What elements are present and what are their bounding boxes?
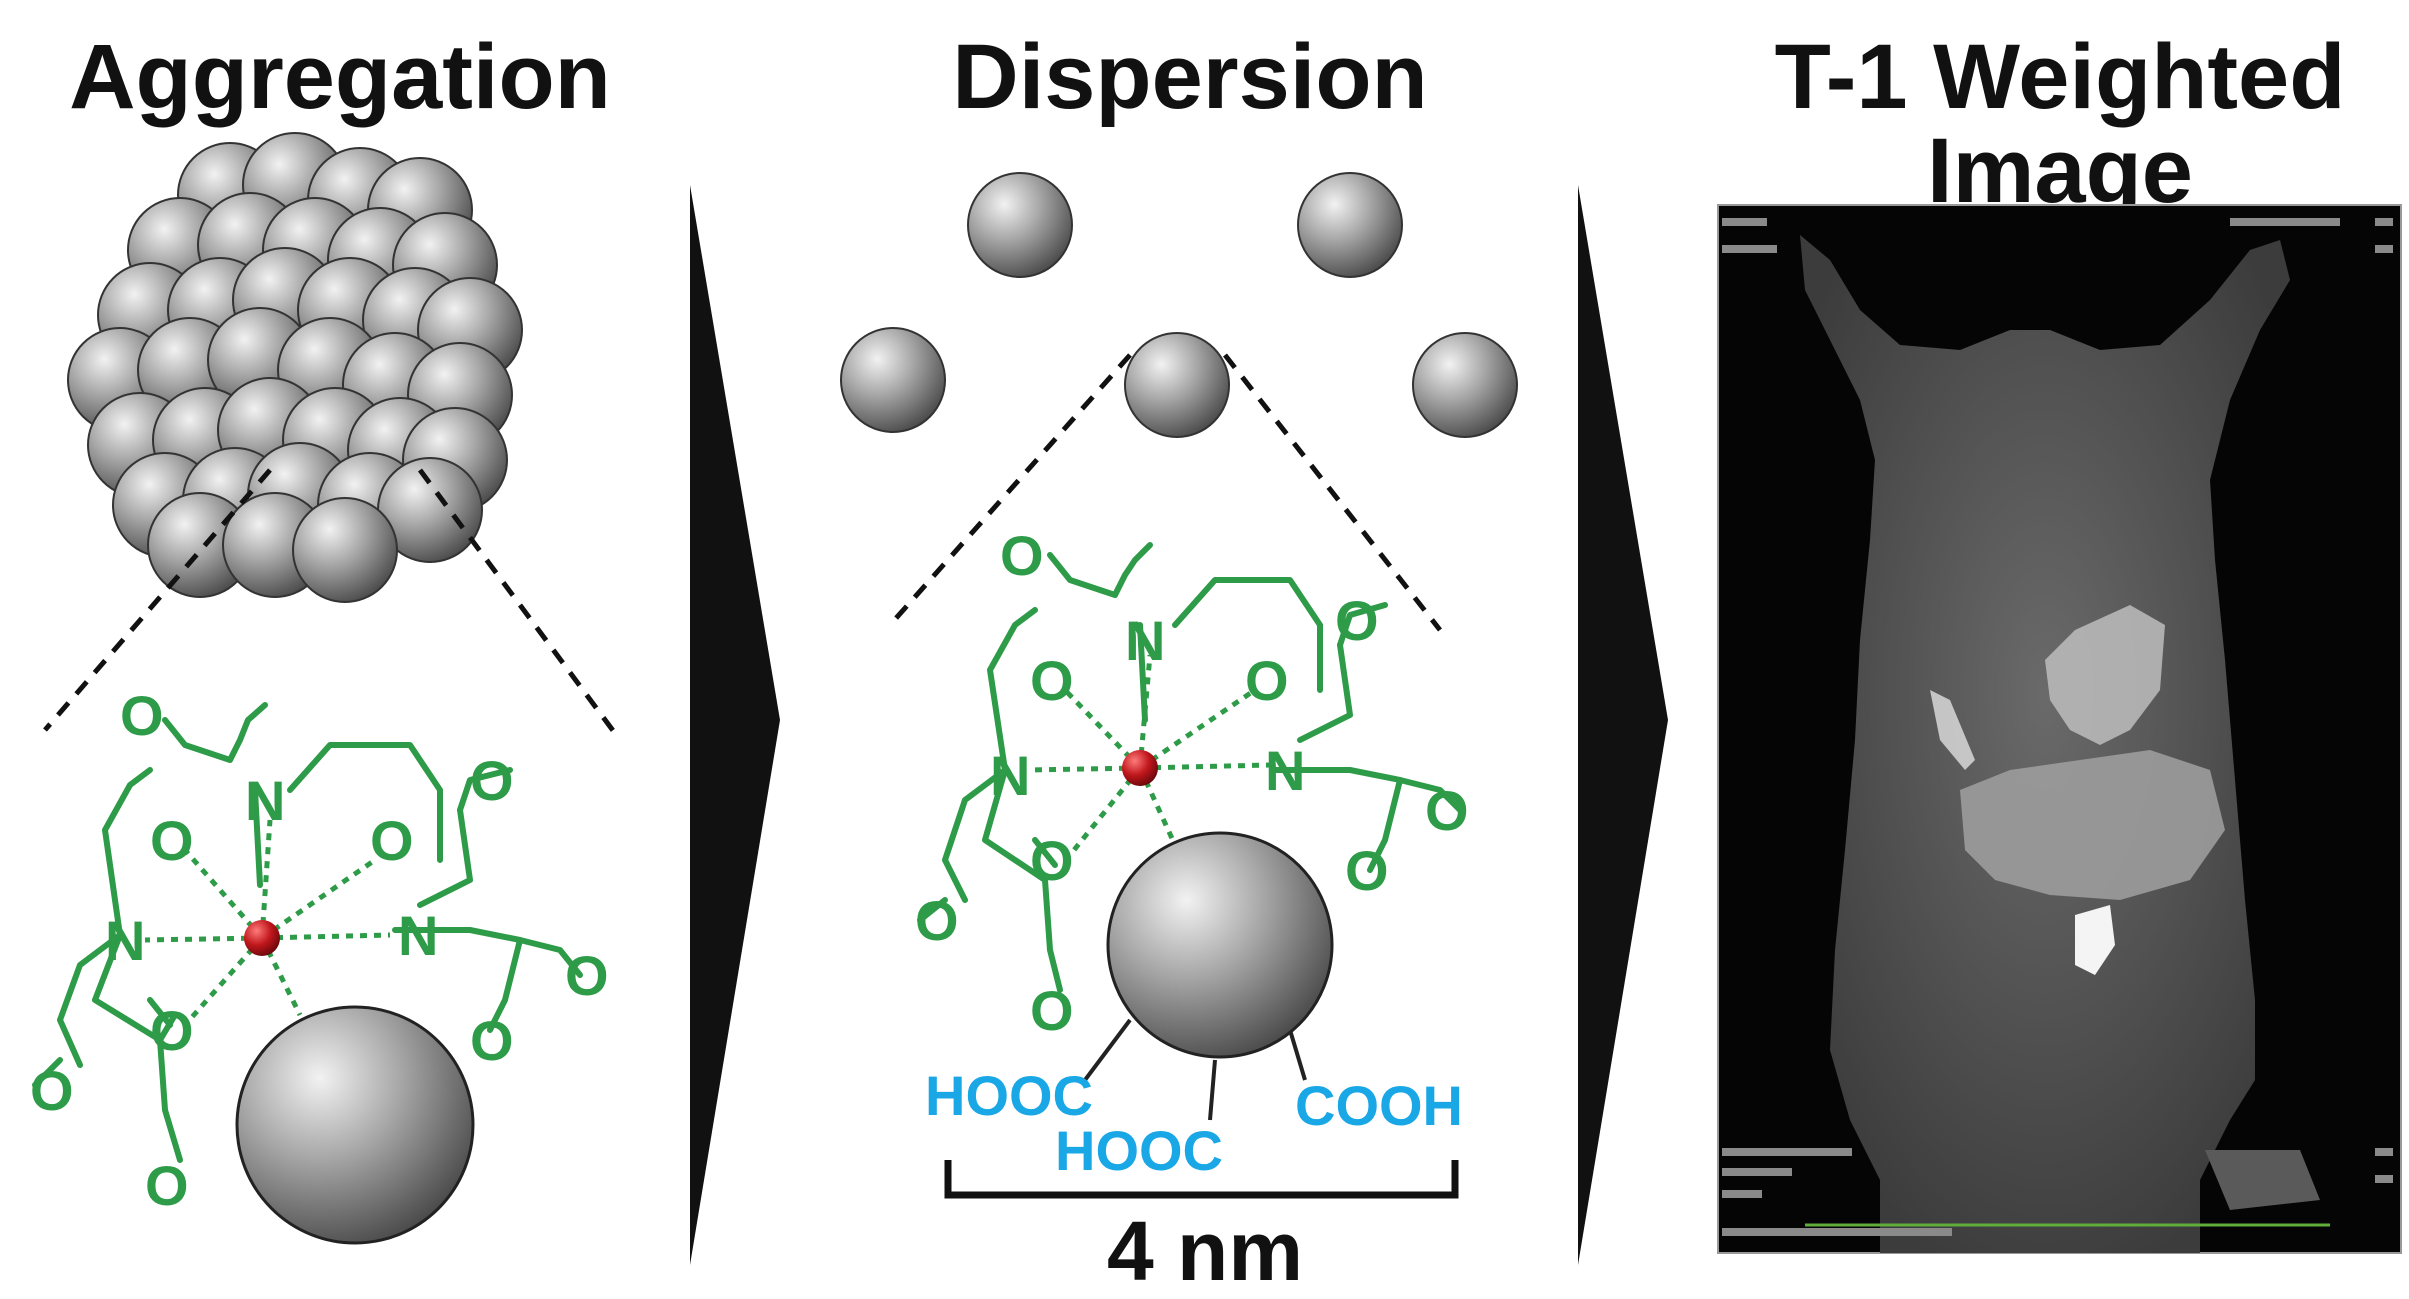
chelate-atom-n: N: [1125, 609, 1165, 672]
chelate-atom-o: O: [370, 809, 414, 872]
nanoparticle-small: [840, 327, 946, 433]
organ-stomach: [2045, 605, 2165, 745]
nanoparticle-large-aggregation: [235, 1005, 475, 1245]
carboxyl-label-left: HOOC: [925, 1064, 1093, 1127]
gd-chelate-aggregation: O N O O O N N O O O O O: [30, 684, 609, 1245]
gd-ion-dispersion: [1122, 750, 1158, 786]
organ-bladder: [2075, 905, 2115, 975]
chelate-atom-o: O: [470, 749, 514, 812]
mouse-tail: [2205, 1150, 2320, 1210]
arrow-right-2: [1578, 185, 1668, 1265]
gd-chelate-dispersion: O N O O O N N O O O O O HOOC HOOC COOH: [915, 524, 1469, 1182]
zoom-lines-aggregation: [43, 468, 623, 742]
carboxyl-label-bottom: HOOC: [1055, 1119, 1223, 1182]
arrow-right-1: [690, 185, 780, 1265]
nanoparticle-aggregate: [67, 132, 523, 603]
dispersed-nanoparticles: [840, 172, 1518, 438]
chelate-atom-o: O: [1335, 589, 1379, 652]
organ-intestine: [1960, 750, 2225, 900]
chelate-atom-o: O: [1000, 524, 1044, 587]
carboxyl-label-right: COOH: [1295, 1074, 1463, 1137]
chelate-atom-o: O: [1030, 829, 1074, 892]
chelate-atom-n: N: [1265, 739, 1305, 802]
t1-title-line1: T-1 Weighted: [1774, 26, 2346, 128]
chelate-atom-o: O: [145, 1154, 189, 1217]
t1-weighted-title: T-1 Weighted Image: [1700, 30, 2409, 218]
dispersion-title: Dispersion: [952, 26, 1428, 128]
nanoparticle-large-dispersion: [1106, 831, 1334, 1059]
nanoparticle-small: [1297, 172, 1403, 278]
t1-title-line2: Image: [1927, 120, 2193, 222]
scale-bar: 4 nm: [944, 1160, 1459, 1298]
chelate-atom-n: N: [398, 904, 438, 967]
mri-t1-image: [1717, 204, 2402, 1254]
organ-spleen: [1930, 690, 1975, 770]
nanoparticle-small: [1412, 332, 1518, 438]
chelate-atom-o: O: [915, 889, 959, 952]
chelate-atom-o: O: [120, 684, 164, 747]
chelate-atom-o: O: [150, 809, 194, 872]
nanoparticle-small: [1124, 332, 1230, 438]
mouse-body: [1800, 235, 2290, 1253]
chelate-atom-o: O: [1245, 649, 1289, 712]
nanoparticle-small: [967, 172, 1073, 278]
chelate-atom-n: N: [105, 909, 145, 972]
chelate-atom-o: O: [565, 944, 609, 1007]
chelate-atom-o: O: [30, 1059, 74, 1122]
chelate-atom-o: O: [1030, 649, 1074, 712]
chelate-atom-o: O: [1425, 779, 1469, 842]
gd-ion-aggregation: [244, 920, 280, 956]
chelate-atom-o: O: [150, 999, 194, 1062]
chelate-atom-o: O: [1030, 979, 1074, 1042]
mri-overlay-text: [1722, 218, 2393, 1236]
scale-bar-label: 4 nm: [1107, 1204, 1303, 1298]
zoom-lines-dispersion: [888, 353, 1442, 632]
chelate-atom-n: N: [245, 769, 285, 832]
chelate-atom-o: O: [470, 1009, 514, 1072]
aggregation-title: Aggregation: [69, 26, 611, 128]
chelate-atom-o: O: [1345, 839, 1389, 902]
nanoparticle-cluster-sphere: [292, 497, 398, 603]
chelate-atom-n: N: [990, 744, 1030, 807]
